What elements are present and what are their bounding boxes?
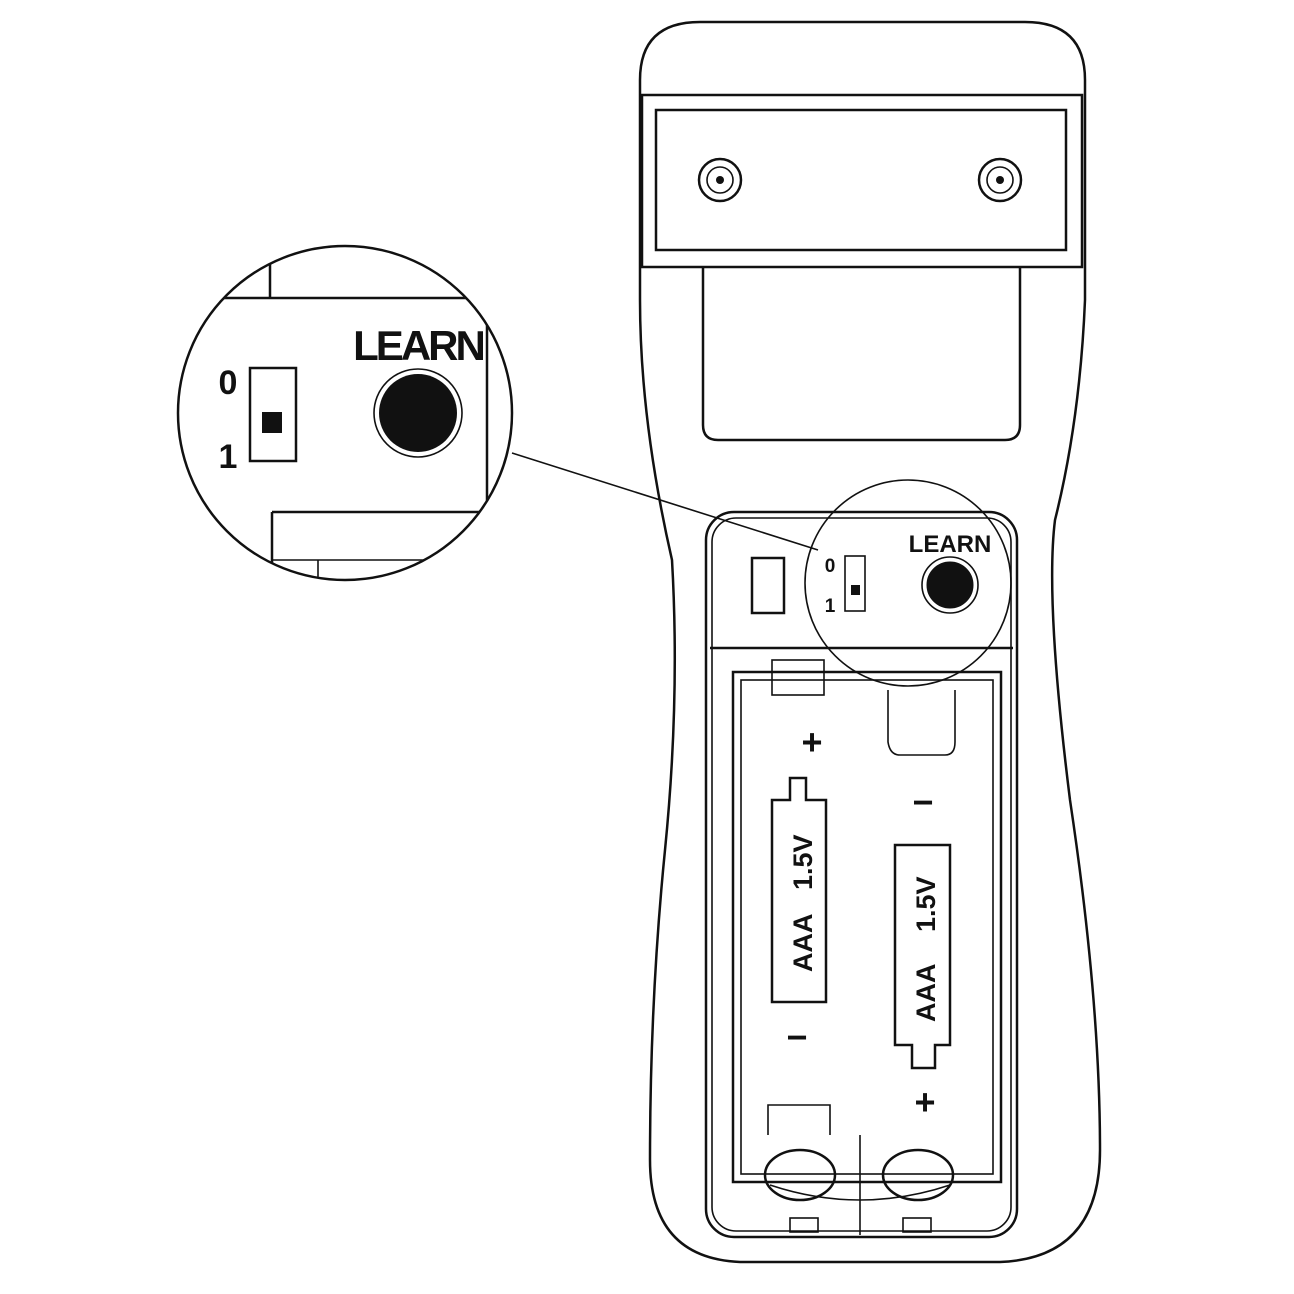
battery-1-voltage: 1.5V (788, 834, 818, 890)
remote-body-outline (638, 20, 1102, 1264)
detail-learn-button[interactable] (379, 374, 457, 452)
switch-label-0: 0 (825, 556, 836, 577)
battery-1-bottom-terminal: − (786, 1017, 807, 1058)
battery-2-top-terminal: − (912, 782, 933, 823)
callout-leader-line (511, 452, 819, 551)
mode-switch[interactable] (844, 555, 866, 612)
screw-icon (977, 157, 1023, 203)
battery-2-bottom-terminal: + (914, 1082, 935, 1123)
battery-1-type: AAA (788, 914, 818, 973)
battery-1-top-terminal: + (801, 722, 822, 763)
detail-mode-switch[interactable] (248, 366, 298, 463)
detail-switch-knob (262, 412, 282, 433)
learn-label: LEARN (909, 531, 992, 558)
detail-learn-label: LEARN (353, 322, 483, 369)
battery-2: − + AAA 1.5V (893, 782, 952, 1123)
battery-2-voltage: 1.5V (911, 876, 941, 932)
battery-compartment: + − AAA 1.5V − + AAA 1.5V (704, 510, 1019, 1239)
battery-2-type: AAA (911, 964, 941, 1023)
switch-label-1: 1 (825, 596, 836, 617)
label-recess (701, 267, 1022, 442)
learn-button[interactable] (923, 558, 977, 612)
screw-icon (697, 157, 743, 203)
switch-knob (851, 585, 860, 595)
detail-switch-label-0: 0 (219, 364, 238, 402)
slot-rectangle (750, 556, 786, 615)
compartment-controls: LEARN 0 1 (804, 479, 1012, 687)
battery-1: + − AAA 1.5V (770, 722, 828, 1058)
top-panel (640, 93, 1084, 269)
detail-callout: LEARN 0 1 (176, 244, 514, 582)
detail-switch-label-1: 1 (219, 438, 238, 476)
